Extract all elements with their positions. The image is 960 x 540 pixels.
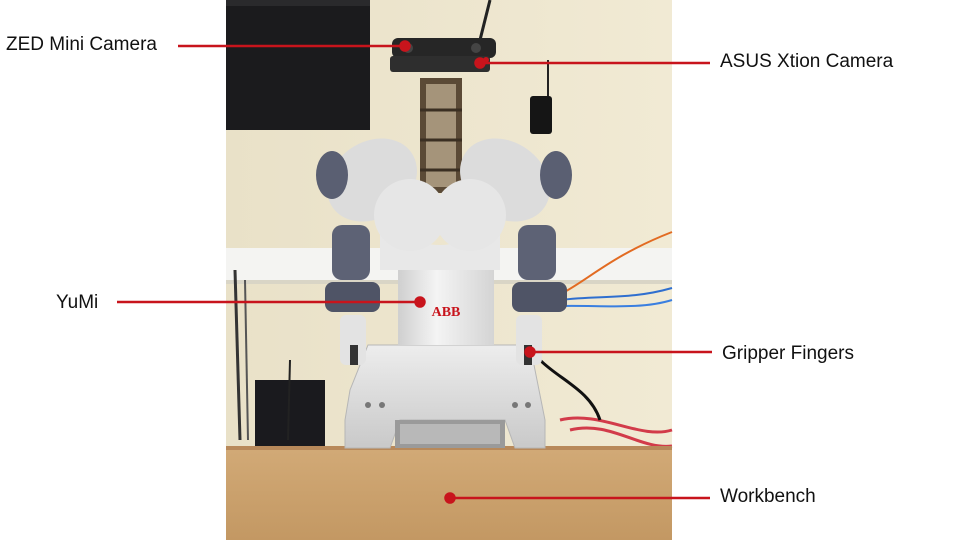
label-gripper-fingers: Gripper Fingers	[722, 343, 854, 364]
yumi-robot	[316, 138, 572, 449]
label-asus-xtion-camera: ASUS Xtion Camera	[720, 51, 894, 72]
cables	[478, 0, 673, 448]
leader-zed-dot	[399, 40, 411, 52]
leader-asus-dot	[474, 57, 486, 69]
camera-mount	[420, 78, 462, 193]
label-yumi: YuMi	[56, 292, 99, 313]
label-zed-mini-camera: ZED Mini Camera	[6, 34, 157, 55]
power-brick	[530, 96, 552, 134]
leader-lines	[117, 40, 712, 504]
left-equipment	[233, 269, 325, 450]
abb-logo: ABB	[432, 305, 461, 320]
leader-gripper-dot	[524, 346, 536, 358]
label-workbench: Workbench	[720, 486, 816, 507]
leader-yumi-dot	[414, 296, 426, 308]
leader-workbench-dot	[444, 492, 456, 504]
